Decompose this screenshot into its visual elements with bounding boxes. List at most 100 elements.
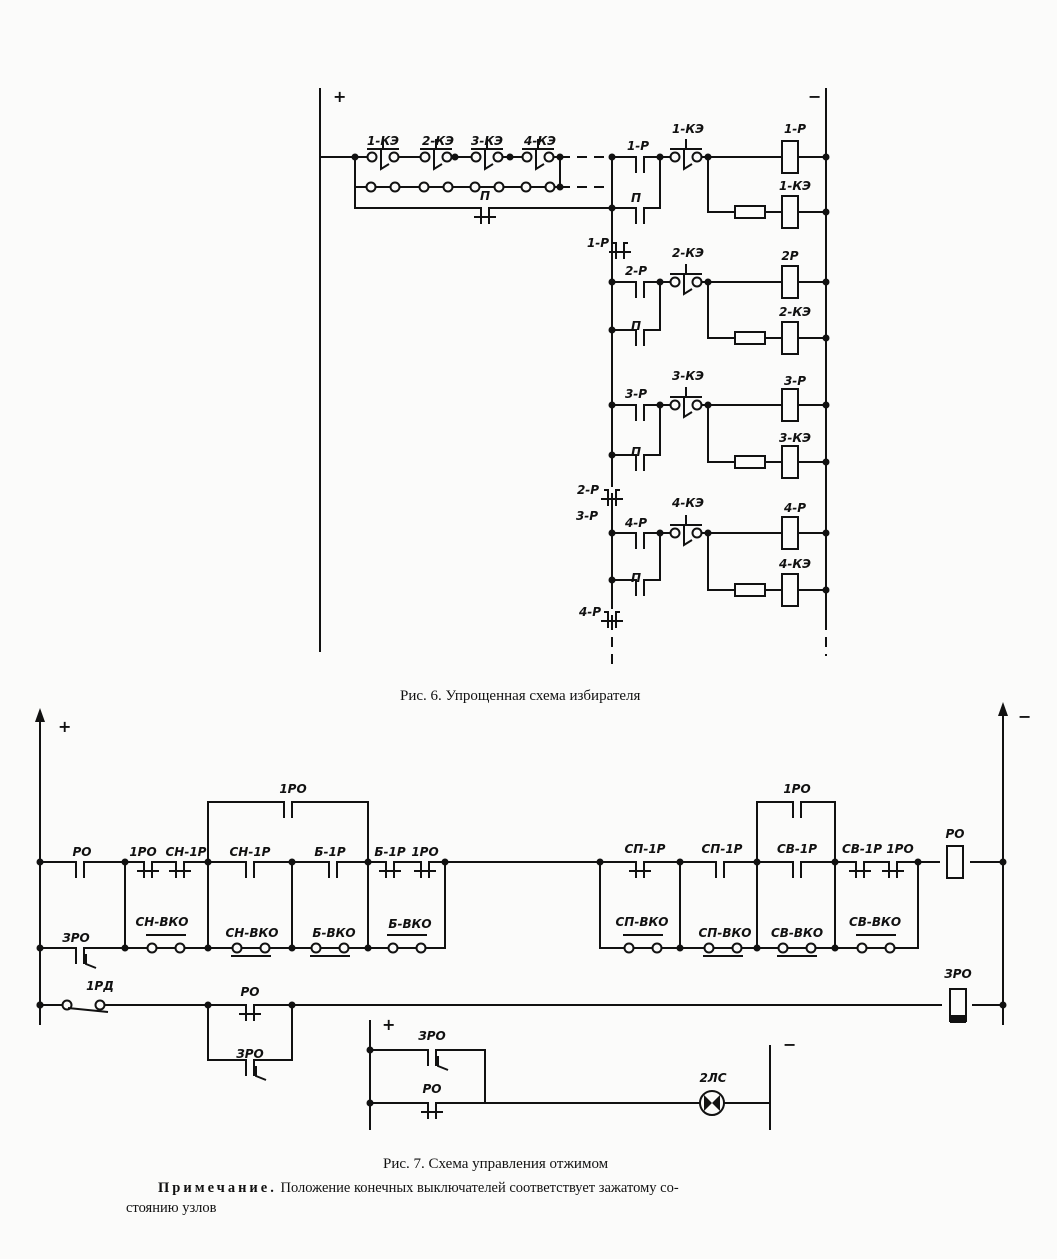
terminal	[691, 527, 703, 539]
normally-closed-contact	[604, 489, 620, 506]
diagram-label: П	[631, 571, 641, 585]
pushbutton-latch	[683, 274, 693, 296]
terminal	[338, 942, 350, 954]
note-heading: Примечание.	[158, 1180, 277, 1196]
contact-gap	[634, 279, 646, 285]
contact-plate	[172, 861, 177, 878]
contact-gap	[606, 487, 618, 493]
contact-plate	[723, 861, 728, 878]
diagram-label: 2-КЭ	[779, 305, 811, 319]
diagram-label: СВ-1Р	[777, 842, 817, 856]
pushbutton-latch	[484, 149, 494, 171]
timer-mark	[85, 954, 97, 969]
contact-plate	[712, 861, 717, 878]
junction-dot	[822, 278, 830, 286]
junction-dot	[656, 153, 664, 161]
junction-dot	[288, 1001, 296, 1009]
contact-gap	[680, 279, 692, 285]
contact-plate	[477, 207, 482, 224]
contact-plate	[643, 579, 648, 596]
contact-plate	[393, 861, 398, 878]
normally-open-contact	[280, 801, 296, 818]
contact-gap	[634, 859, 646, 865]
pushbutton-latch	[683, 397, 693, 419]
normally-closed-contact	[172, 861, 188, 878]
diagram-label: 2ЛС	[699, 1071, 726, 1085]
normally-closed-contact	[604, 611, 620, 628]
arrow-up-icon	[35, 708, 45, 722]
contact-plate	[253, 1059, 258, 1076]
contact-plate	[632, 207, 637, 224]
relay-coil	[781, 388, 799, 422]
diagram-label: 1-Р	[627, 139, 649, 153]
contact-plate	[800, 801, 805, 818]
terminal	[543, 151, 555, 163]
relay-coil	[781, 573, 799, 607]
contact-gap	[887, 859, 899, 865]
relay-coil	[781, 321, 799, 355]
wire	[40, 862, 446, 949]
terminal	[365, 181, 377, 193]
diagram-label: РО	[946, 827, 965, 841]
diagram-label: 1РО	[783, 782, 810, 796]
diagram-label: П	[631, 319, 641, 333]
diagram-label: 3-Р	[576, 509, 598, 523]
junction-dot	[556, 183, 564, 191]
diagram-label: +	[382, 1015, 395, 1034]
junction-dot	[204, 1001, 212, 1009]
lamp-body	[699, 1090, 725, 1116]
contact-plate	[428, 861, 433, 878]
junction-dot	[608, 576, 616, 584]
terminal	[669, 399, 681, 411]
terminal	[777, 942, 789, 954]
junction-dot	[656, 529, 664, 537]
terminal	[442, 181, 454, 193]
normally-open-contact	[632, 532, 648, 549]
figure7-caption: Рис. 7. Схема управления отжимом	[383, 1156, 609, 1172]
contact-plate	[885, 861, 890, 878]
contact-gap	[74, 945, 86, 951]
diagram-label: 4-КЭ	[523, 134, 556, 148]
junction-dot	[676, 858, 684, 866]
normally-open-contact	[789, 801, 805, 818]
terminal	[366, 151, 378, 163]
normally-closed-contact	[885, 861, 901, 878]
normally-closed-contact	[424, 1102, 440, 1119]
normally-open-contact	[632, 281, 648, 298]
contact-gap	[384, 859, 396, 865]
resistor	[734, 205, 766, 219]
wire	[599, 862, 919, 949]
contact-gap	[426, 1100, 438, 1106]
wire	[370, 1049, 486, 1103]
junction-dot	[506, 153, 514, 161]
junction-dot	[999, 858, 1007, 866]
contact-plate	[632, 454, 637, 471]
diagram-label: СП-ВКО	[699, 926, 752, 940]
diagram-label: 1-КЭ	[779, 179, 811, 193]
junction-dot	[121, 944, 129, 952]
junction-dot	[366, 1099, 374, 1107]
contact-plate	[632, 861, 637, 878]
contact-gap	[481, 154, 493, 160]
junction-dot	[608, 401, 616, 409]
junction-dot	[608, 204, 616, 212]
pressure-switch	[67, 1007, 109, 1013]
contact-gap	[174, 859, 186, 865]
junction-dot	[351, 153, 359, 161]
junction-dot	[822, 153, 830, 161]
diagram-label: 3-КЭ	[471, 134, 503, 148]
diagram-label: 2Р	[781, 249, 798, 263]
diagram-label: СВ-ВКО	[849, 915, 901, 929]
terminal	[520, 181, 532, 193]
diagram-label: П	[480, 189, 490, 203]
diagram-label: 4-Р	[624, 516, 647, 530]
terminal	[492, 151, 504, 163]
junction-dot	[753, 944, 761, 952]
contact-plate	[643, 281, 648, 298]
terminal	[805, 942, 817, 954]
contact-plate	[896, 861, 901, 878]
contact-gap	[634, 530, 646, 536]
junction-dot	[121, 858, 129, 866]
normally-open-contact	[632, 329, 648, 346]
diagram-label: СН-1Р	[230, 845, 271, 859]
